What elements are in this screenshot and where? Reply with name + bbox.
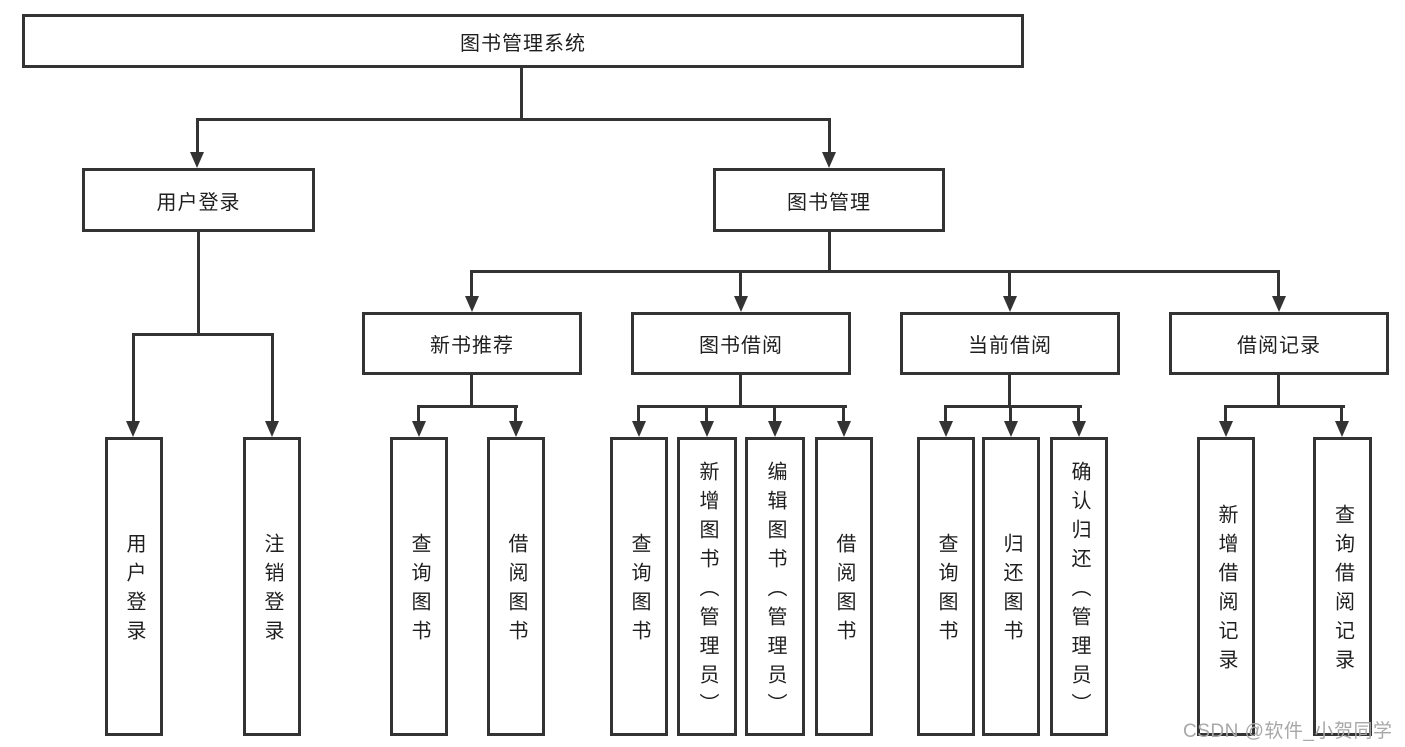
arrowhead-leaf-user-login (126, 421, 140, 437)
connector-level3-rail (470, 270, 1280, 273)
leaf-edit-book-admin-label: 编辑图书（管理员） (764, 460, 786, 722)
connector-drop-bb1 (637, 405, 640, 423)
arrowhead-nb2 (509, 421, 523, 437)
node-borrow-record-label: 借阅记录 (1237, 335, 1321, 357)
leaf-confirm-return-admin-label: 确认归还（管理员） (1068, 460, 1090, 722)
connector-new-book-stub (470, 375, 473, 408)
leaf-borrow-books-2: 借阅图书 (815, 437, 873, 736)
leaf-query-books-3: 查询图书 (917, 437, 975, 736)
leaf-return-book-label: 归还图书 (1000, 533, 1022, 649)
connector-drop-br2 (1340, 405, 1343, 423)
leaf-add-book-admin: 新增图书（管理员） (677, 437, 737, 736)
connector-drop-bb4 (842, 405, 845, 423)
connector-drop-cb2 (1009, 405, 1012, 423)
leaf-query-books-2: 查询图书 (610, 437, 668, 736)
leaf-logout-login: 注销登录 (243, 437, 301, 736)
leaf-user-login: 用户登录 (105, 437, 163, 736)
connector-user-login-rail (132, 333, 274, 336)
leaf-user-login-label: 用户登录 (123, 533, 145, 649)
leaf-query-borrow-record: 查询借阅记录 (1313, 437, 1372, 736)
node-user-login-label: 用户登录 (156, 191, 241, 214)
leaf-add-book-admin-label: 新增图书（管理员） (696, 460, 718, 722)
node-book-mgmt-label: 图书管理 (787, 191, 871, 214)
arrowhead-bb3 (768, 421, 782, 437)
arrowhead-br2 (1335, 421, 1349, 437)
connector-drop-leaf-logout (271, 333, 274, 423)
arrowhead-bb2 (700, 421, 714, 437)
connector-drop-cb3 (1077, 405, 1080, 423)
arrowhead-book-mgmt (822, 152, 836, 168)
connector-borrow-record-rail (1224, 405, 1345, 408)
leaf-borrow-books-1: 借阅图书 (487, 437, 545, 736)
connector-current-borrow-rail (944, 405, 1082, 408)
connector-drop-nb2 (514, 405, 517, 423)
leaf-add-borrow-record: 新增借阅记录 (1197, 437, 1255, 736)
arrowhead-cb2 (1004, 421, 1018, 437)
csdn-watermark: CSDN @软件_小贺同学 (1183, 721, 1393, 742)
node-new-book-recommend: 新书推荐 (362, 312, 582, 375)
leaf-query-books-3-label: 查询图书 (935, 533, 957, 649)
connector-drop-borrow-record (1277, 270, 1280, 298)
node-root: 图书管理系统 (22, 14, 1024, 68)
node-new-book-label: 新书推荐 (430, 335, 514, 357)
leaf-confirm-return-admin: 确认归还（管理员） (1050, 437, 1108, 736)
arrowhead-cb1 (939, 421, 953, 437)
connector-level2-rail (196, 118, 831, 121)
arrowhead-user-login (190, 152, 204, 168)
leaf-borrow-books-2-label: 借阅图书 (833, 533, 855, 649)
arrowhead-cb3 (1072, 421, 1086, 437)
connector-drop-br1 (1224, 405, 1227, 423)
leaf-query-books-2-label: 查询图书 (628, 533, 650, 649)
node-user-login: 用户登录 (82, 168, 315, 232)
connector-user-login-stub (197, 232, 200, 336)
connector-book-borrow-rail (637, 405, 847, 408)
node-root-label: 图书管理系统 (460, 32, 586, 55)
connector-drop-bb3 (773, 405, 776, 423)
connector-root-stub (520, 68, 523, 121)
leaf-borrow-books-1-label: 借阅图书 (505, 533, 527, 649)
connector-drop-cb1 (944, 405, 947, 423)
leaf-query-borrow-record-label: 查询借阅记录 (1331, 504, 1354, 678)
leaf-return-book: 归还图书 (982, 437, 1040, 736)
arrowhead-nb1 (412, 421, 426, 437)
node-book-mgmt: 图书管理 (713, 168, 945, 232)
connector-drop-leaf-user-login (132, 333, 135, 423)
connector-drop-book-mgmt (828, 118, 831, 154)
connector-drop-user-login (196, 118, 199, 154)
arrowhead-bb4 (837, 421, 851, 437)
arrowhead-leaf-logout (265, 421, 279, 437)
connector-drop-current-borrow (1008, 270, 1011, 298)
arrowhead-current-borrow (1003, 296, 1017, 312)
node-current-borrow-label: 当前借阅 (968, 335, 1052, 357)
leaf-query-books-1: 查询图书 (390, 437, 448, 736)
connector-drop-new-book (470, 270, 473, 298)
leaf-query-books-1-label: 查询图书 (408, 533, 430, 649)
connector-borrow-record-stub (1277, 375, 1280, 408)
node-book-borrow: 图书借阅 (631, 312, 851, 375)
node-borrow-record: 借阅记录 (1169, 312, 1389, 375)
leaf-edit-book-admin: 编辑图书（管理员） (745, 437, 805, 736)
node-current-borrow: 当前借阅 (900, 312, 1120, 375)
arrowhead-br1 (1219, 421, 1233, 437)
arrowhead-book-borrow (734, 296, 748, 312)
node-book-borrow-label: 图书借阅 (699, 335, 783, 357)
connector-current-borrow-stub (1008, 375, 1011, 408)
arrowhead-bb1 (632, 421, 646, 437)
leaf-add-borrow-record-label: 新增借阅记录 (1215, 504, 1237, 678)
connector-drop-book-borrow (739, 270, 742, 298)
arrowhead-new-book (465, 296, 479, 312)
connector-new-book-rail (417, 405, 518, 408)
connector-book-borrow-stub (739, 375, 742, 408)
leaf-logout-login-label: 注销登录 (261, 533, 283, 649)
arrowhead-borrow-record (1272, 296, 1286, 312)
connector-book-mgmt-stub (828, 232, 831, 273)
connector-drop-nb1 (417, 405, 420, 423)
connector-drop-bb2 (705, 405, 708, 423)
